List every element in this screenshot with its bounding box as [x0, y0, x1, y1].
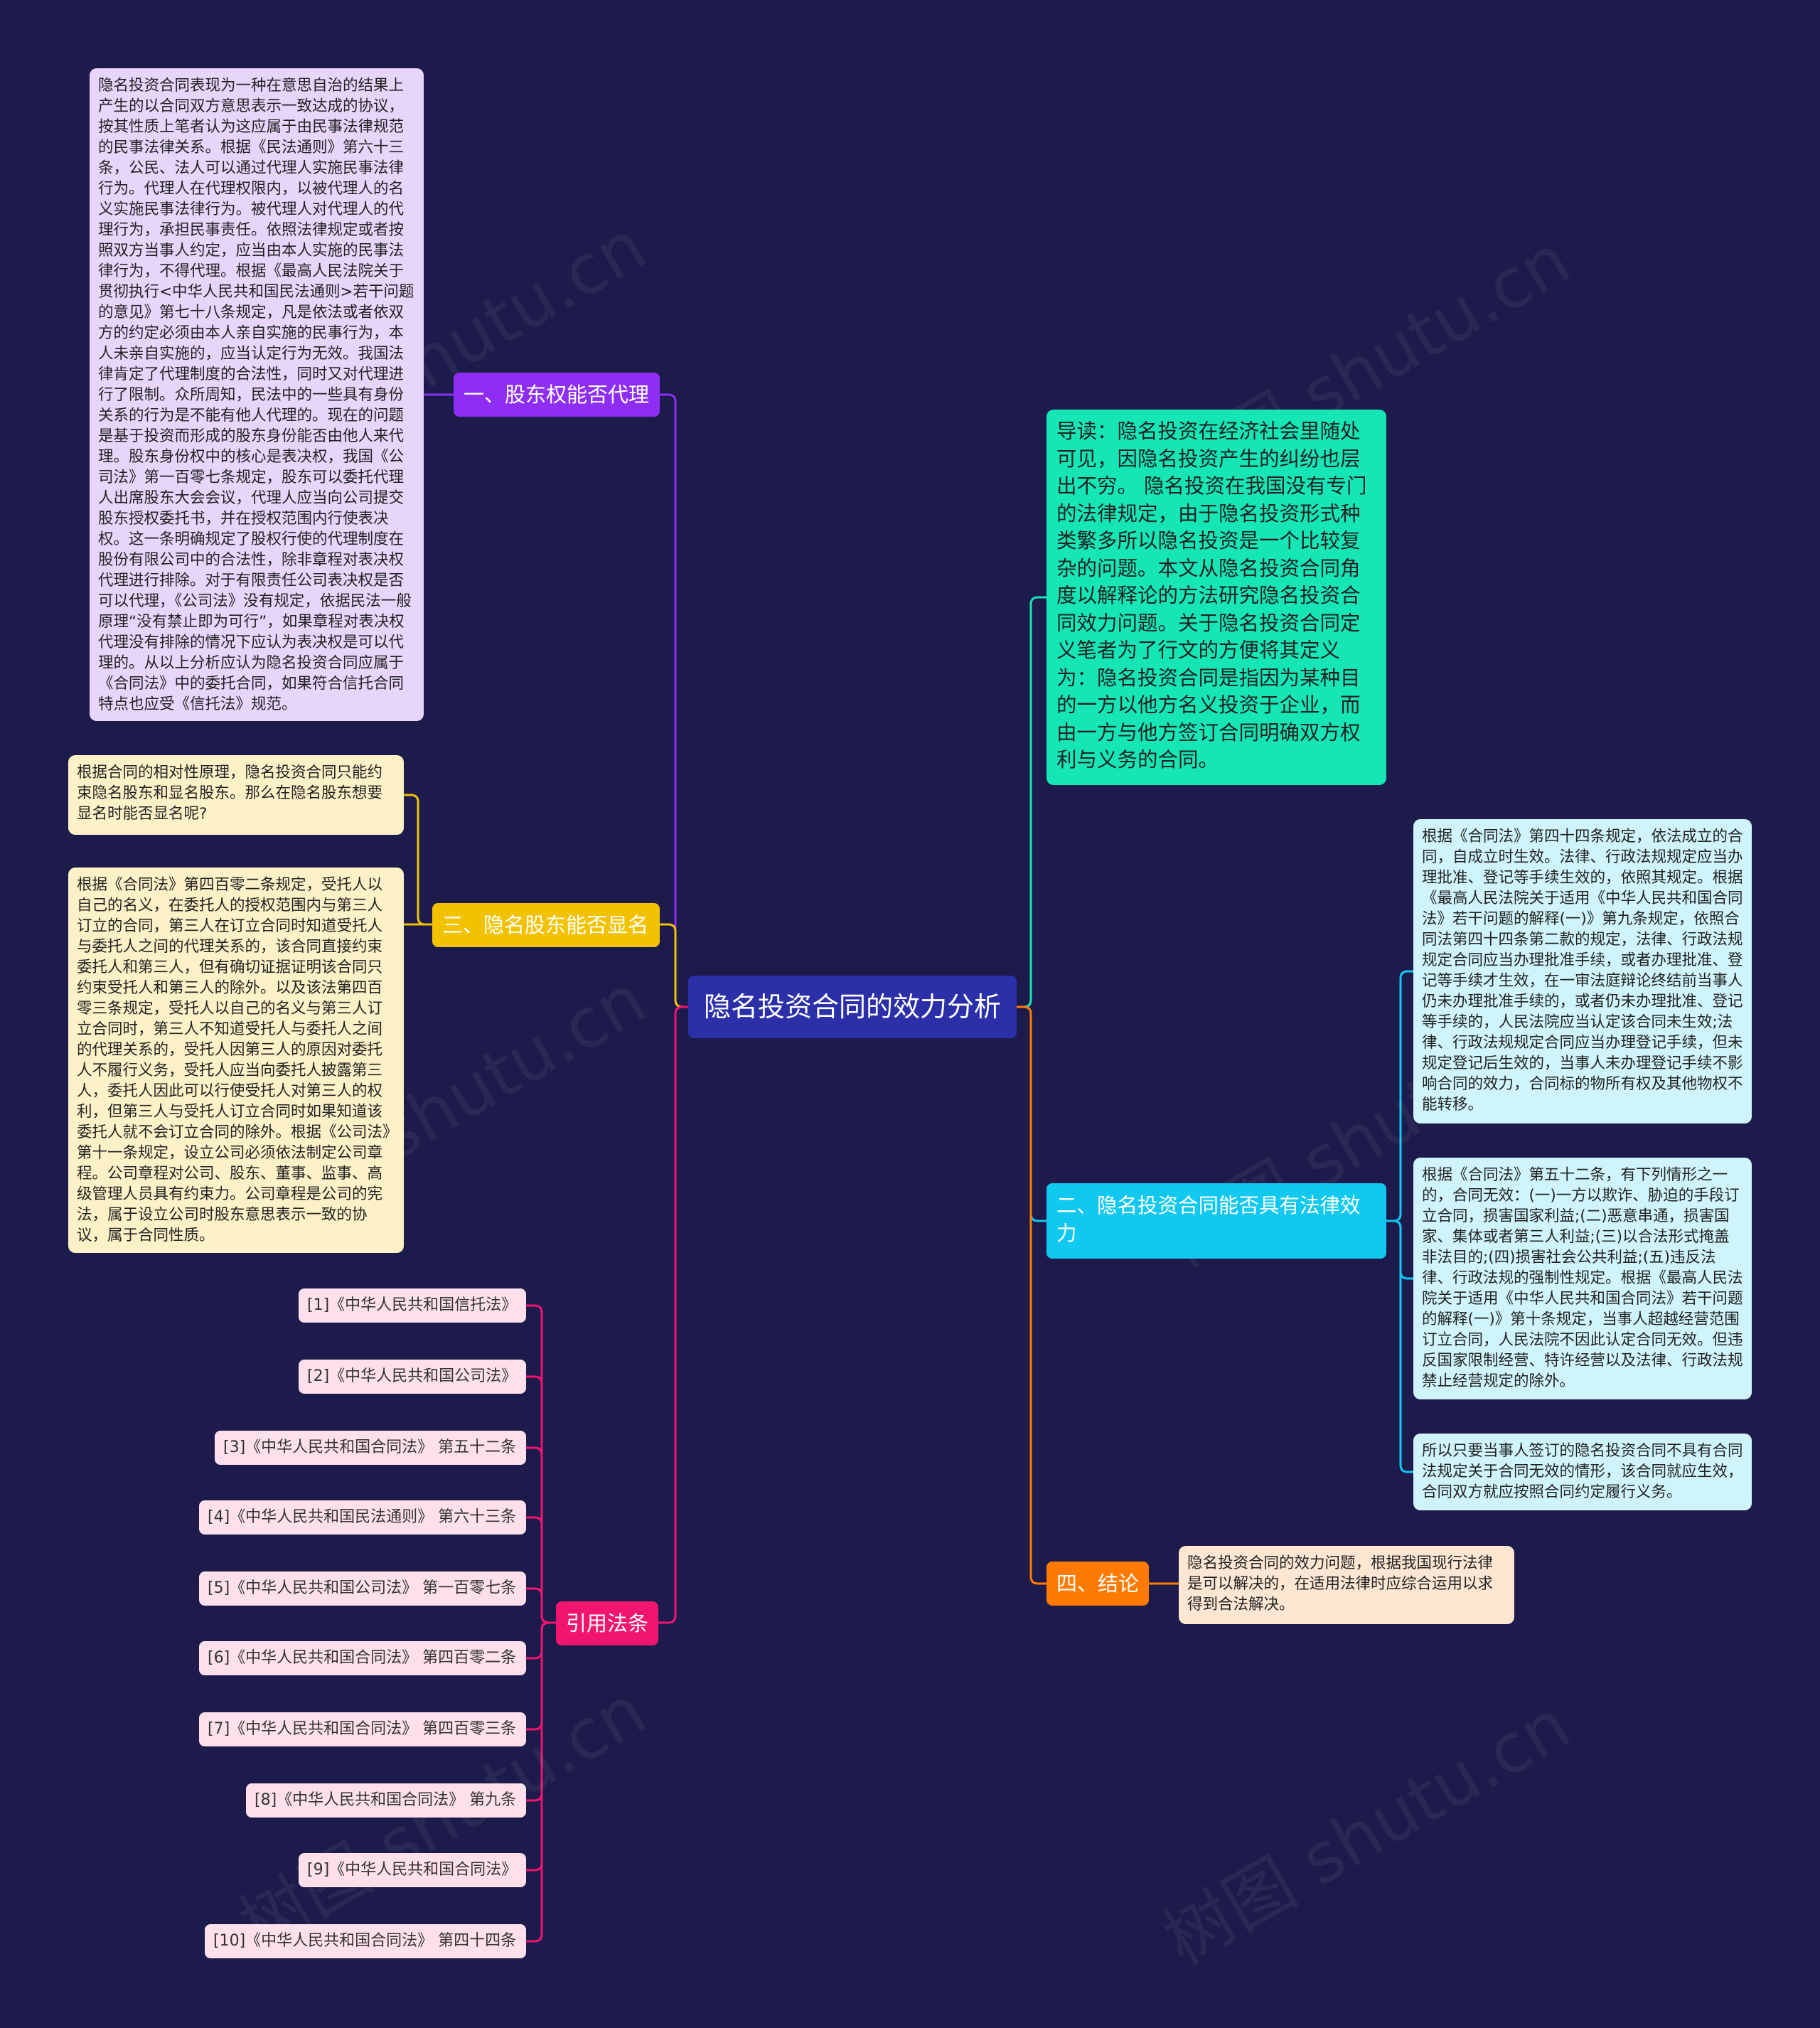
branch-conclusion[interactable]: 四、结论	[1046, 1562, 1149, 1606]
center-topic[interactable]: 隐名投资合同的效力分析	[688, 976, 1017, 1038]
ref-item[interactable]: [7]《中华人民共和国合同法》 第四百零三条	[199, 1712, 526, 1746]
link-center-refs	[658, 1005, 688, 1624]
link-refs-item	[526, 1621, 556, 1943]
branch-shareholder-disclosure-text-1: 根据合同的相对性原理，隐名投资合同只能约束隐名股东和显名股东。那么在隐名股东想要…	[68, 755, 404, 835]
branch-legal-effect-text-1: 根据《合同法》第四十四条规定，依法成立的合同，自成立时生效。法律、行政法规规定应…	[1413, 819, 1752, 1124]
branch-conclusion-text: 隐名投资合同的效力问题，根据我国现行法律是可以解决的，在适用法律时应综合运用以求…	[1179, 1546, 1514, 1624]
link-center-branch4	[1017, 1005, 1046, 1585]
branch-shareholder-proxy-text: 隐名投资合同表现为一种在意思自治的结果上产生的以合同双方意思表示一致达成的协议，…	[90, 68, 424, 721]
branch-legal-effect-text-3: 所以只要当事人签订的隐名投资合同不具有合同法规定关于合同无效的情形，该合同就应生…	[1413, 1434, 1752, 1510]
branch-shareholder-proxy[interactable]: 一、股东权能否代理	[454, 373, 660, 417]
ref-item[interactable]: [5]《中华人民共和国公司法》 第一百零七条	[199, 1571, 526, 1606]
link-center-intro	[1017, 596, 1046, 1008]
ref-item[interactable]: [4]《中华人民共和国民法通则》 第六十三条	[199, 1500, 526, 1535]
link-center-branch1	[660, 393, 688, 1008]
branch-cited-laws[interactable]: 引用法条	[556, 1601, 658, 1645]
link-refs-item	[526, 1587, 556, 1624]
branch-shareholder-disclosure[interactable]: 三、隐名股东能否显名	[432, 903, 660, 947]
link-branch2-text3	[1386, 1220, 1413, 1473]
branch-shareholder-disclosure-text-2: 根据《合同法》第四百零二条规定，受托人以自己的名义，在委托人的授权范围内与第三人…	[68, 868, 404, 1253]
link-branch2-text1	[1386, 970, 1413, 1222]
ref-item[interactable]: [2]《中华人民共和国公司法》	[299, 1360, 526, 1394]
link-center-branch3	[660, 923, 688, 1008]
branch-legal-effect[interactable]: 二、隐名投资合同能否具有法律效力	[1046, 1183, 1386, 1259]
ref-item[interactable]: [3]《中华人民共和国合同法》 第五十二条	[215, 1431, 526, 1465]
ref-item[interactable]: [6]《中华人民共和国合同法》 第四百零二条	[199, 1641, 526, 1675]
ref-item[interactable]: [10]《中华人民共和国合同法》 第四十四条	[205, 1924, 526, 1958]
intro-note[interactable]: 导读：隐名投资在经济社会里随处可见，因隐名投资产生的纠纷也层出不穷。 隐名投资在…	[1046, 410, 1386, 785]
link-branch3-text1	[404, 794, 432, 926]
ref-item[interactable]: [1]《中华人民共和国信托法》	[299, 1288, 526, 1323]
branch-legal-effect-text-2: 根据《合同法》第五十二条，有下列情形之一的，合同无效：(一)一方以欺诈、胁迫的手…	[1413, 1158, 1752, 1399]
ref-item[interactable]: [8]《中华人民共和国合同法》 第九条	[246, 1783, 526, 1818]
ref-item[interactable]: [9]《中华人民共和国合同法》	[299, 1853, 526, 1887]
